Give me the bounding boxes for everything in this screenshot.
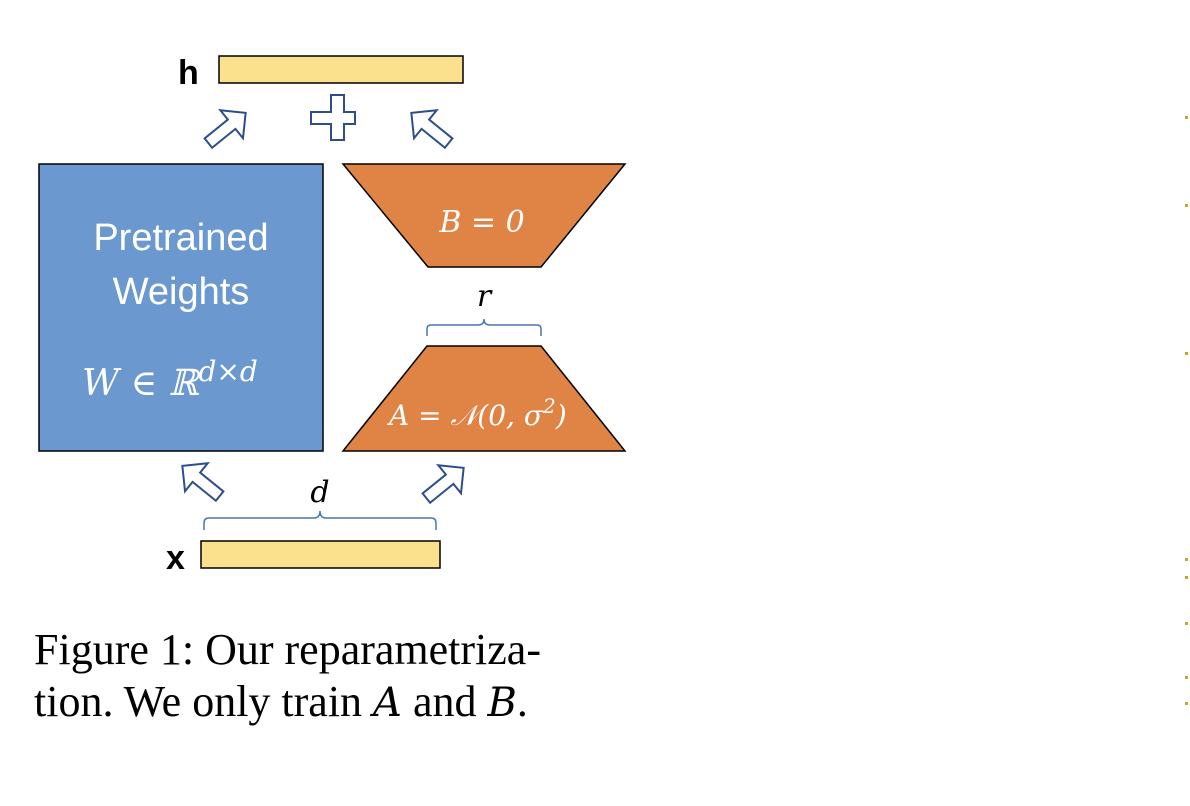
r-brace	[426, 318, 542, 336]
x-label: x	[166, 539, 185, 577]
a-matrix-block	[341, 345, 627, 452]
arrow-pretrained-to-h	[203, 108, 247, 150]
caption-line2: tion. We only train A and B.	[34, 676, 541, 729]
b-matrix-block	[341, 163, 627, 268]
x-vector	[200, 540, 441, 569]
w-formula: W ∈ ℝd×d	[82, 355, 258, 404]
caption-var-a: A	[373, 680, 402, 726]
edge-marker	[1185, 676, 1188, 679]
d-brace	[203, 510, 437, 530]
arrow-x-to-a	[421, 463, 465, 505]
edge-marker	[1185, 204, 1188, 207]
a-formula-close: )	[555, 399, 567, 432]
figure-caption: Figure 1: Our reparametriza- tion. We on…	[34, 624, 541, 729]
caption-mid: and	[401, 677, 488, 726]
arrow-b-to-h	[410, 108, 454, 150]
edge-marker	[1185, 622, 1188, 625]
r-label: r	[477, 279, 493, 314]
plus-sign	[310, 94, 356, 141]
a-formula-base: A = 𝒩(0, σ	[386, 399, 544, 432]
pretrained-label-line2: Weights	[113, 271, 250, 313]
a-formula-sup: 2	[542, 394, 556, 418]
edge-marker	[1185, 352, 1188, 355]
right-edge-markers	[1182, 0, 1190, 806]
d-label: d	[310, 475, 329, 510]
arrow-x-to-pretrained	[181, 461, 225, 503]
pretrained-label-line1: Pretrained	[93, 217, 268, 259]
edge-marker	[1185, 576, 1188, 579]
w-formula-sup: d×d	[198, 355, 257, 388]
lora-diagram: h Pretrained Weights W ∈ ℝd×d B = 0 r A …	[38, 54, 627, 577]
edge-marker	[1185, 116, 1188, 119]
h-vector	[218, 55, 464, 84]
h-label: h	[178, 54, 199, 92]
caption-line1: Figure 1: Our reparametriza-	[34, 625, 541, 674]
b-formula: B = 0	[438, 205, 524, 240]
pretrained-weights-block	[38, 163, 324, 452]
caption-line2-pre: tion. We only train	[34, 677, 374, 726]
caption-end: .	[516, 677, 528, 726]
a-formula: A = 𝒩(0, σ2)	[386, 394, 567, 432]
caption-var-b: B	[487, 680, 517, 726]
edge-marker	[1185, 558, 1188, 561]
edge-marker	[1185, 702, 1188, 705]
w-formula-base: W ∈ ℝ	[82, 363, 201, 404]
